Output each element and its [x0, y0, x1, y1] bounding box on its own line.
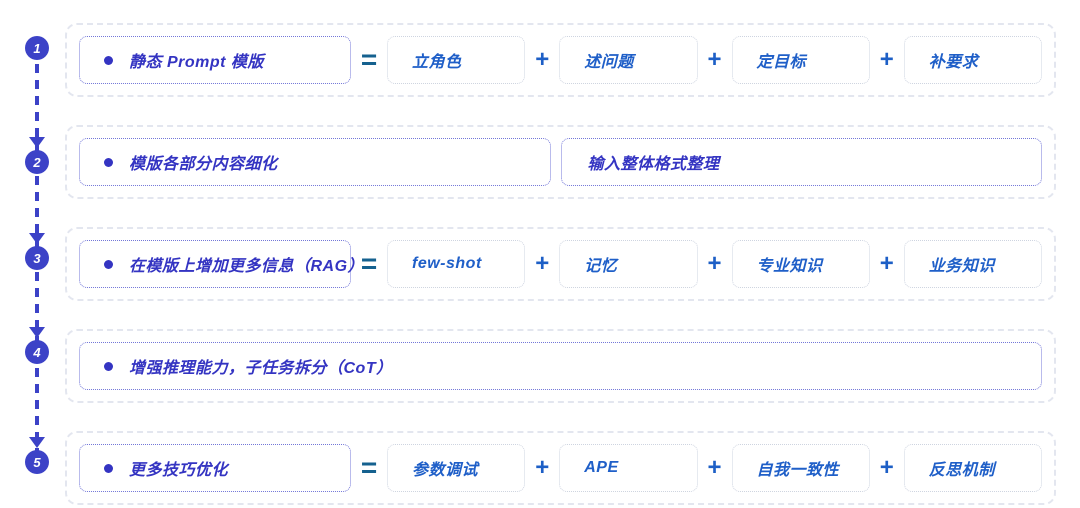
label-text: 静态 Prompt 模版 [129, 54, 264, 71]
item-text: APE [584, 459, 619, 476]
row-rag-enrichment: 在模版上增加更多信息（RAG） = few-shot + 记忆 + 专业知识 +… [65, 227, 1056, 301]
plus-sign: + [535, 454, 550, 481]
item-box: APE [559, 444, 698, 492]
item-box: 业务知识 [903, 240, 1042, 288]
item-text: 述问题 [584, 54, 634, 71]
step-number: 5 [33, 454, 41, 470]
plus-sign: + [707, 46, 722, 73]
item-text: 反思机制 [928, 462, 995, 479]
item-text: 业务知识 [928, 258, 995, 275]
item-text: 记忆 [584, 258, 618, 275]
bullet-icon [104, 259, 113, 269]
step-circle-5: 5 [25, 450, 49, 474]
arrow-down-icon [29, 137, 45, 148]
step-number: 3 [33, 250, 41, 266]
item-box: 补要求 [903, 36, 1042, 84]
step-circle-2: 2 [25, 150, 49, 174]
item-box: 自我一致性 [731, 444, 870, 492]
equals-sign: = [360, 248, 378, 279]
row-cot-reasoning: 增强推理能力，子任务拆分（CoT） [65, 329, 1056, 403]
row-more-techniques: 更多技巧优化 = 参数调试 + APE + 自我一致性 + 反思机制 [65, 431, 1056, 505]
bullet-icon [104, 55, 113, 65]
arrow-down-icon [29, 327, 45, 338]
step-circle-1: 1 [25, 36, 49, 60]
label-text: 在模版上增加更多信息（RAG） [129, 258, 365, 275]
row-static-prompt-template: 静态 Prompt 模版 = 立角色 + 述问题 + 定目标 + 补要求 [65, 23, 1056, 97]
item-text: few-shot [412, 255, 482, 272]
step-number: 1 [33, 40, 41, 56]
timeline-rail: 1 2 3 4 5 [0, 0, 64, 508]
item-box: 立角色 [387, 36, 526, 84]
spacer [551, 138, 561, 186]
label-box: 增强推理能力，子任务拆分（CoT） [79, 342, 1042, 390]
plus-sign: + [707, 250, 722, 277]
item-box: 专业知识 [731, 240, 870, 288]
label-text: 增强推理能力，子任务拆分（CoT） [129, 360, 393, 377]
equals-sign: = [360, 452, 378, 483]
plus-sign: + [879, 454, 894, 481]
item-text: 定目标 [756, 54, 807, 71]
label-box: 输入整体格式整理 [560, 138, 1042, 186]
item-text: 专业知识 [756, 258, 823, 275]
step-circle-3: 3 [25, 246, 49, 270]
label-text: 模版各部分内容细化 [129, 156, 278, 173]
item-text: 补要求 [928, 54, 979, 71]
label-text: 输入整体格式整理 [587, 156, 720, 173]
step-number: 2 [33, 154, 41, 170]
bullet-icon [104, 361, 113, 371]
item-box: 定目标 [731, 36, 870, 84]
label-box: 更多技巧优化 [79, 444, 351, 492]
item-box: 参数调试 [387, 444, 526, 492]
plus-sign: + [879, 250, 894, 277]
row-template-refinement: 模版各部分内容细化 输入整体格式整理 [65, 125, 1056, 199]
item-text: 参数调试 [412, 462, 479, 479]
item-text: 立角色 [412, 54, 462, 71]
bullet-icon [104, 463, 113, 473]
label-box: 在模版上增加更多信息（RAG） [79, 240, 364, 288]
label-box: 静态 Prompt 模版 [79, 36, 351, 84]
rows-container: 静态 Prompt 模版 = 立角色 + 述问题 + 定目标 + 补要求 模版各… [65, 23, 1056, 505]
label-box: 模版各部分内容细化 [79, 138, 551, 186]
plus-sign: + [535, 250, 550, 277]
arrow-down-icon [29, 233, 45, 244]
item-box: few-shot [387, 240, 526, 288]
item-text: 自我一致性 [756, 462, 840, 479]
plus-sign: + [535, 46, 550, 73]
item-box: 反思机制 [903, 444, 1042, 492]
item-box: 述问题 [559, 36, 698, 84]
item-box: 记忆 [559, 240, 698, 288]
plus-sign: + [707, 454, 722, 481]
plus-sign: + [879, 46, 894, 73]
equals-sign: = [360, 44, 378, 75]
label-text: 更多技巧优化 [129, 462, 229, 479]
arrow-down-icon [29, 437, 45, 448]
step-number: 4 [33, 344, 41, 360]
bullet-icon [104, 157, 113, 167]
step-circle-4: 4 [25, 340, 49, 364]
